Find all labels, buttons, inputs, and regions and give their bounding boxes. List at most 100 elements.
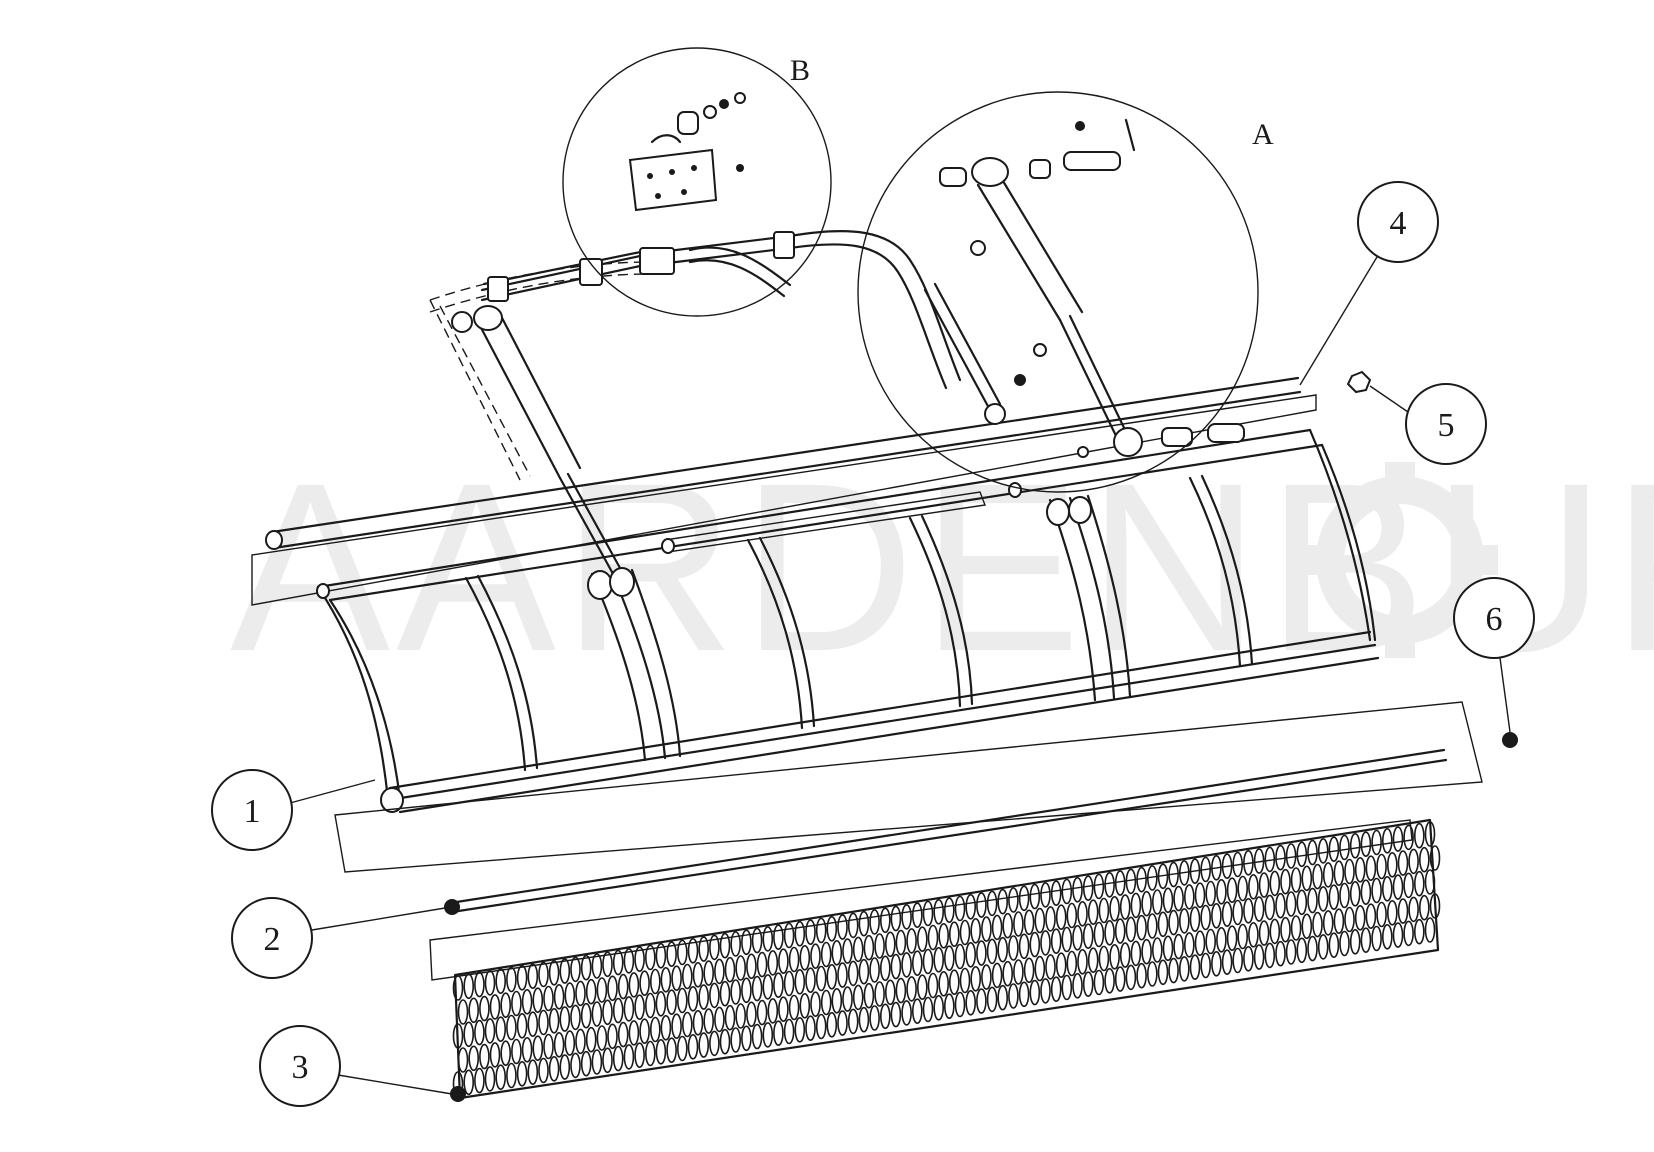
chain-link [1023, 909, 1035, 936]
chain-link [1125, 964, 1137, 991]
chain-link [1253, 848, 1265, 874]
chain-link [927, 972, 939, 999]
chain-link [767, 950, 779, 976]
chain-link [1066, 902, 1078, 929]
chain-link [751, 927, 763, 954]
chain-link [1211, 902, 1222, 929]
chain-link [837, 962, 848, 988]
chain-link [783, 922, 795, 949]
chain-link [612, 997, 624, 1024]
chain-link [1040, 978, 1051, 1004]
chain-link [538, 1057, 549, 1084]
chain-link [660, 966, 672, 993]
chain-link [1189, 954, 1201, 981]
chain-link [495, 1016, 507, 1042]
chain-link [548, 1056, 560, 1082]
chain-link [687, 985, 699, 1012]
chain-link [1216, 926, 1227, 953]
chain-link [976, 988, 987, 1014]
chain-link [495, 968, 507, 995]
chain-link [1008, 887, 1019, 913]
chain-link [602, 951, 613, 978]
chain-link [1211, 950, 1222, 977]
chain-link [820, 941, 832, 968]
chain-link [1045, 906, 1056, 932]
chain-link [1269, 918, 1281, 945]
chain-link [602, 999, 613, 1026]
chain-link [1119, 942, 1131, 968]
chain-link [1376, 853, 1387, 880]
chain-link [884, 979, 896, 1006]
chain-link [1119, 894, 1131, 920]
chain-link [666, 989, 677, 1016]
chain-link [906, 928, 917, 954]
chain-link [1018, 981, 1030, 1008]
chain-link [991, 914, 1003, 941]
chain-link [911, 902, 923, 929]
chain-link [1221, 853, 1233, 880]
chain-link [922, 900, 934, 927]
chain-link [591, 953, 603, 979]
chain-link [1034, 955, 1046, 982]
chain-link [1317, 838, 1329, 864]
chain-link [959, 919, 971, 946]
chain-link [1397, 850, 1409, 876]
chain-link [692, 961, 704, 988]
chain-link [634, 946, 645, 973]
chain-link [895, 929, 907, 956]
chain-link [644, 1040, 656, 1067]
chain-link [1275, 844, 1286, 871]
chain-link [1232, 899, 1243, 926]
chain-link [1168, 909, 1179, 936]
chain-link [1061, 878, 1073, 905]
chain-link [788, 994, 800, 1021]
callout-4-label: 4 [1390, 205, 1407, 242]
chain-link [580, 954, 592, 981]
chain-link [842, 986, 853, 1012]
chain-link [1307, 887, 1318, 914]
chain-link [815, 965, 827, 992]
chain-link [997, 984, 1009, 1011]
chain-link [1322, 862, 1334, 888]
chain-link [1130, 940, 1142, 967]
chain-link [543, 1033, 554, 1060]
chain-link [628, 972, 640, 998]
chain-link [1354, 856, 1366, 883]
chain-link [948, 921, 960, 948]
chain-link [943, 993, 955, 1020]
chain-link [1082, 971, 1094, 998]
chain-link [1414, 918, 1425, 945]
chain-link [1098, 897, 1110, 924]
chain-link [1312, 911, 1323, 938]
chain-link [847, 960, 859, 987]
chain-link [687, 937, 699, 964]
chain-link [1232, 851, 1243, 878]
chain-link [773, 972, 784, 999]
chain-link [463, 973, 475, 1000]
chain-link [521, 988, 533, 1015]
chain-link [1280, 868, 1291, 895]
chain-link [1029, 883, 1041, 910]
chain-link [762, 926, 774, 952]
chain-link [570, 1052, 581, 1079]
chain-link [1360, 879, 1372, 906]
chain-link [1275, 892, 1286, 919]
chain-link [1333, 908, 1345, 935]
chain-link [794, 1017, 806, 1043]
chain-link [1114, 966, 1126, 992]
chain-link [575, 980, 586, 1007]
chain-link [1237, 923, 1248, 950]
chain-link [879, 907, 891, 934]
chain-link [1147, 865, 1158, 891]
chain-link [1339, 930, 1350, 957]
chain-link [548, 959, 560, 986]
chain-link [1125, 868, 1137, 895]
chain-link [954, 895, 966, 922]
chain-link [580, 1002, 592, 1029]
chain-link [783, 1018, 795, 1045]
chain-link [954, 991, 966, 1018]
chain-link [1045, 954, 1056, 980]
chain-link [1349, 880, 1361, 907]
chain-link [714, 1006, 725, 1033]
